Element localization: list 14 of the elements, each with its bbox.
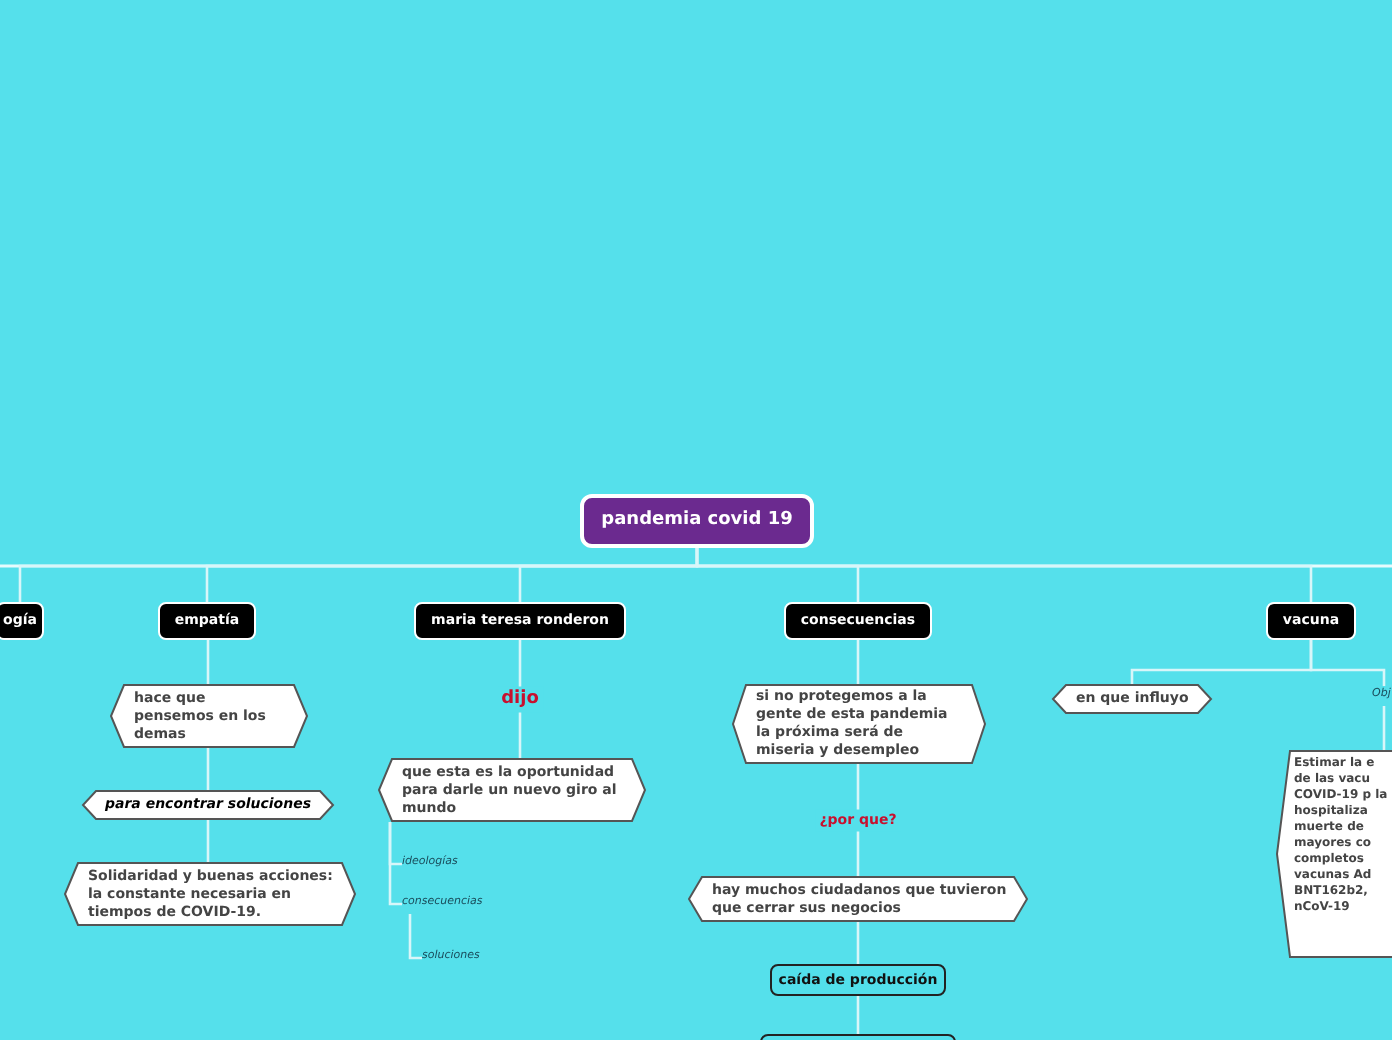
connector-line	[408, 914, 422, 960]
connector-line	[1382, 706, 1386, 750]
central-topic: pandemia covid 19	[580, 494, 814, 548]
connector-line	[388, 822, 402, 906]
connector-line	[1309, 640, 1386, 686]
connector-line	[856, 996, 860, 1034]
connector-line	[206, 820, 210, 862]
connector-line	[856, 922, 860, 964]
connector-line	[695, 548, 1313, 602]
connector-line	[206, 640, 210, 684]
connector-line	[518, 640, 522, 758]
edge-label: dijo	[497, 685, 543, 713]
connector-line	[206, 748, 210, 790]
connector-line	[856, 640, 860, 684]
